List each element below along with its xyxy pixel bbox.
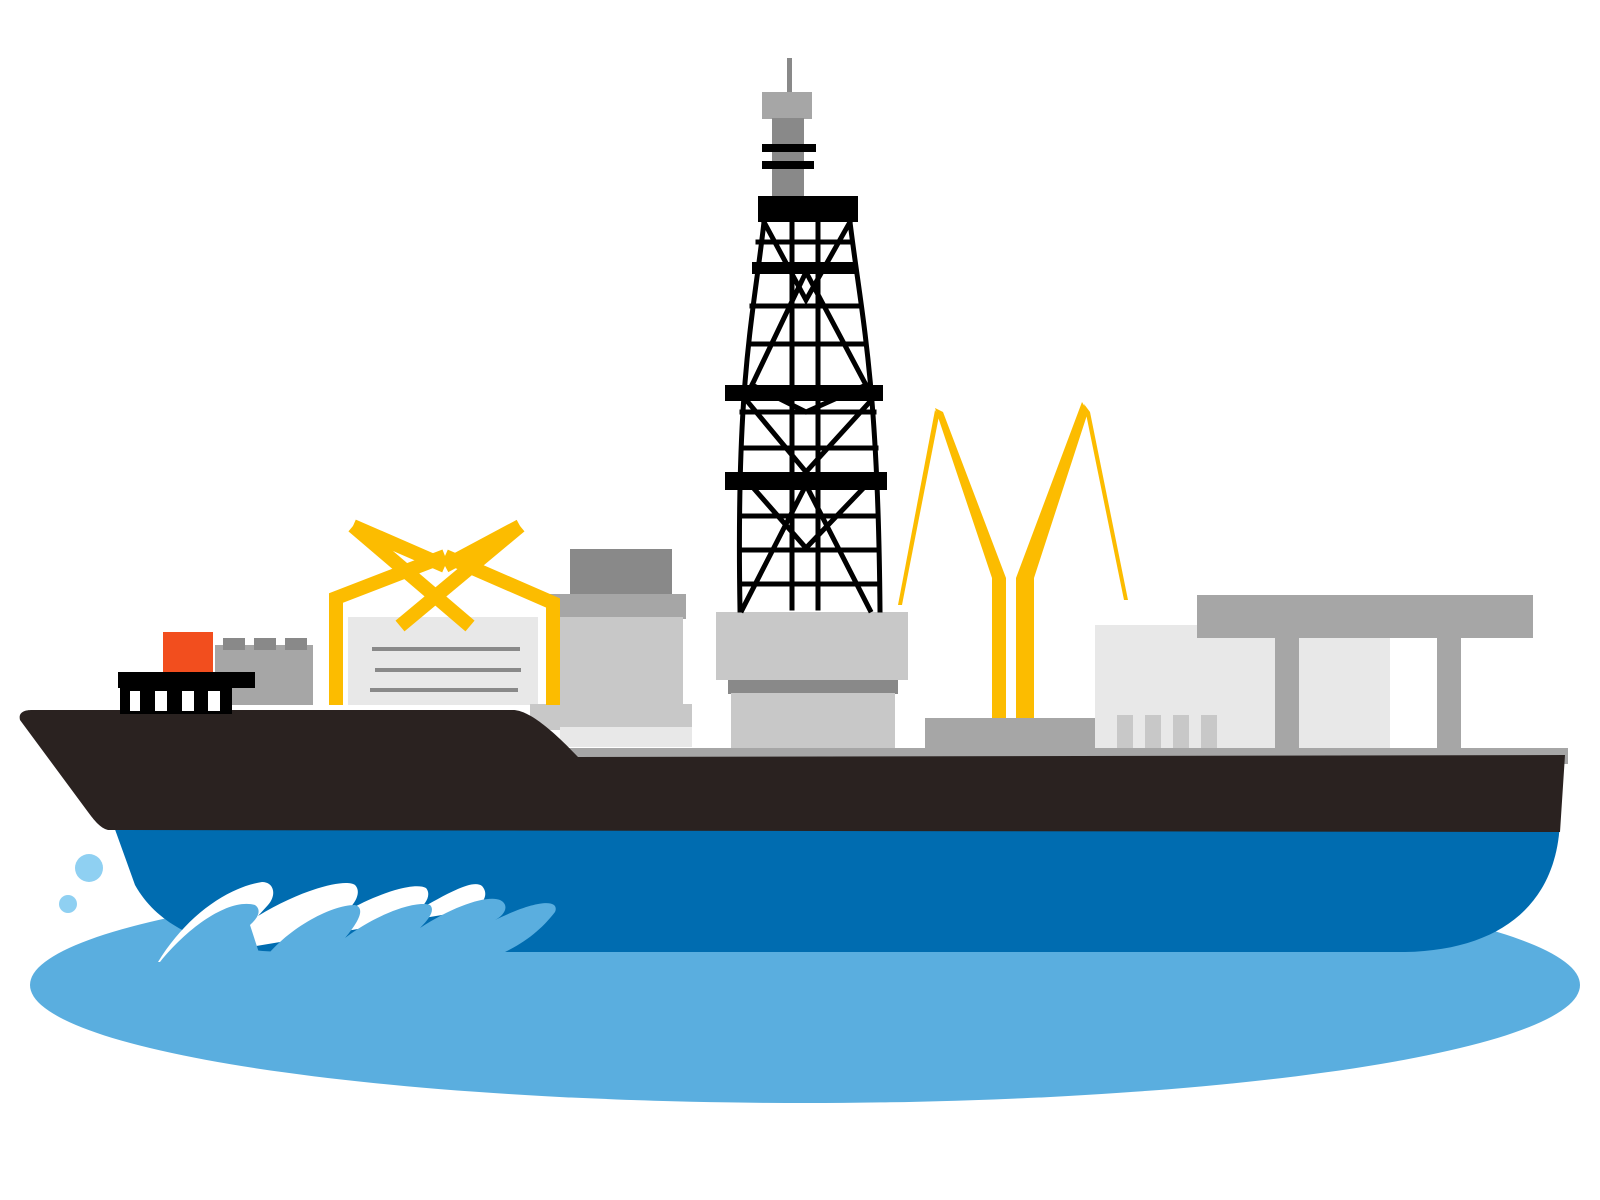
panel-line-2 [375, 668, 521, 672]
derrick [725, 58, 887, 614]
panel-line-1 [372, 647, 520, 651]
bridge-window [208, 691, 220, 711]
bridge-window [130, 691, 140, 711]
helideck-top [1197, 595, 1533, 638]
vent-bar-4 [1201, 715, 1217, 751]
bridge-vent-2 [254, 638, 276, 650]
vent-bar-3 [1173, 715, 1189, 751]
a-frame-cross-1 [348, 520, 475, 632]
crane-platform [925, 718, 1095, 750]
cranes [898, 402, 1128, 718]
derrick-brace [760, 218, 854, 306]
a-frame-top-1 [350, 519, 448, 573]
bridge-window [155, 691, 167, 711]
panel-line-3 [370, 688, 518, 692]
wave-blue [160, 898, 556, 962]
a-frame-top-2 [441, 519, 524, 573]
droplet [75, 854, 103, 882]
crown-block [758, 196, 858, 222]
derrick-leg-right [847, 219, 883, 613]
crown-bar-2 [762, 161, 814, 169]
orange-box [163, 632, 213, 674]
derrick-base-top [716, 612, 908, 680]
derrick-base-band [728, 680, 898, 694]
bridge-window [182, 691, 194, 711]
derrick-brace [738, 471, 880, 552]
derrick-band-3 [725, 472, 887, 490]
derrick-base-body [731, 693, 895, 749]
derrick-crown-cap [762, 92, 812, 119]
bridge-vent-1 [223, 638, 245, 650]
bridge-roof [118, 672, 255, 688]
a-frame-crane [329, 519, 560, 705]
crane-left-cable [898, 410, 939, 605]
tower-top-cap [570, 549, 672, 597]
helideck-leg-2 [1437, 636, 1461, 752]
hull-upper [19, 710, 1565, 832]
derrick-crown-mast [772, 118, 804, 198]
bridge-vent-3 [285, 638, 307, 650]
antenna [787, 58, 792, 94]
tower-base [530, 704, 692, 730]
crown-bar-1 [762, 144, 816, 152]
derrick-band-2 [725, 385, 883, 401]
helideck-leg-1 [1275, 636, 1299, 752]
derrick-brace [748, 266, 870, 389]
tower-base-strip [560, 727, 692, 747]
crane-left [935, 408, 1006, 718]
crane-right [1016, 402, 1088, 718]
vent-bar-2 [1145, 715, 1161, 751]
derrick-brace [738, 391, 880, 476]
derrick-band-1 [752, 262, 857, 274]
right-building [1095, 625, 1390, 752]
derrick-leg-left [736, 219, 767, 613]
droplet [59, 895, 77, 913]
waves [59, 854, 556, 962]
a-frame-leg-right [442, 549, 560, 705]
vent-bar-1 [1117, 715, 1133, 751]
bridge [118, 672, 255, 714]
tower-body [548, 617, 683, 707]
crane-right-cable [1084, 404, 1128, 600]
deck-structures [163, 549, 1568, 764]
tower-top [548, 594, 686, 619]
